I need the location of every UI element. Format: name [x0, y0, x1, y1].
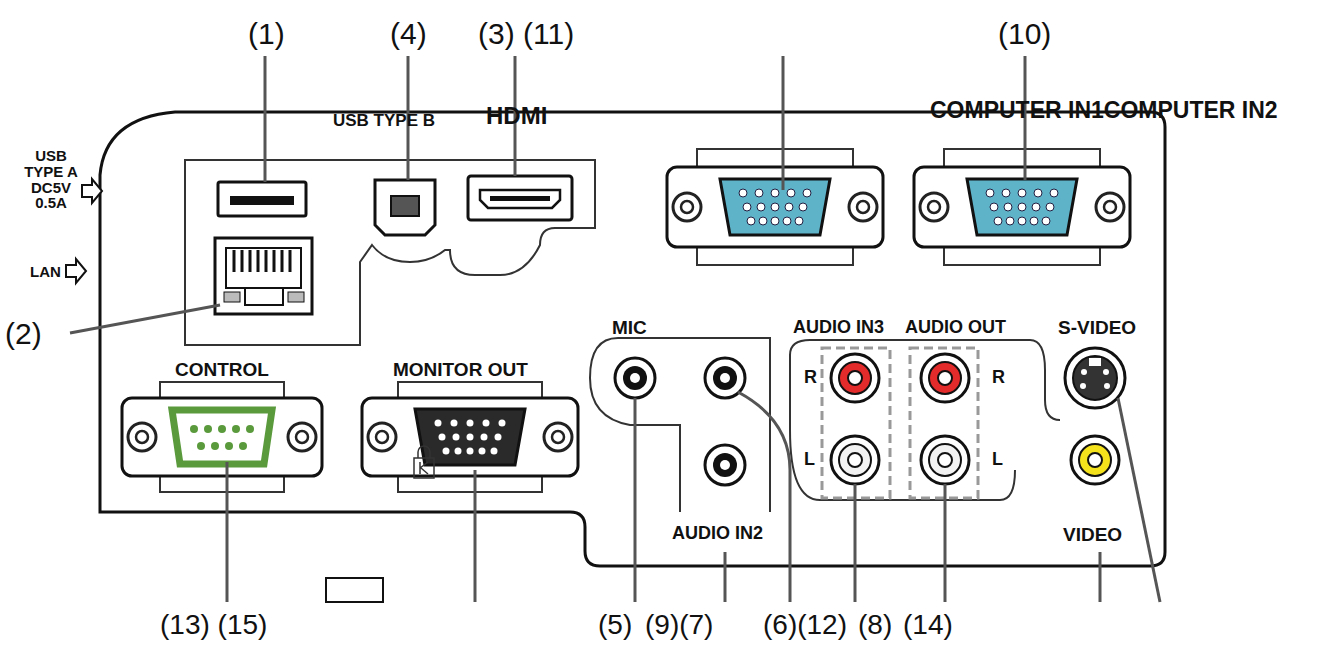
callout-number: (1): [248, 18, 285, 50]
channel-label: L: [804, 450, 815, 469]
vga-port: [914, 149, 1130, 265]
callout-number: (8): [858, 610, 892, 639]
lan-port: [215, 238, 312, 314]
callout-number: (3) (11): [478, 18, 574, 50]
channel-label: R: [992, 368, 1005, 387]
rca-jack: [831, 354, 969, 484]
monitor-out-port: [362, 382, 578, 492]
control-port: [122, 382, 322, 492]
port-label: AUDIO IN2: [672, 524, 763, 543]
leader-line: [70, 56, 1160, 602]
lock-icon: [414, 446, 434, 478]
port-label: USB TYPE A DC5V 0.5A: [20, 148, 82, 211]
port-label: S-VIDEO: [1058, 318, 1136, 338]
callout-number: (5): [598, 610, 632, 639]
port-label: USB TYPE B: [333, 112, 435, 130]
usb-b-port: [375, 180, 435, 235]
port-label: AUDIO IN3: [793, 318, 884, 337]
callout-number: (13) (15): [160, 610, 267, 639]
usb-a-port: [218, 182, 306, 216]
slot: [326, 578, 383, 602]
callout-number: (4): [390, 18, 427, 50]
hdmi-port: [468, 176, 572, 220]
port-label: VIDEO: [1063, 525, 1122, 545]
jack-group: [590, 338, 770, 512]
port-label: HDMI: [486, 103, 547, 128]
s-video-jack: [1065, 348, 1125, 408]
callout-number: (14): [903, 610, 953, 639]
dashed-group: [910, 348, 978, 498]
channel-label: L: [992, 450, 1003, 469]
port-label: MONITOR OUT: [393, 360, 528, 380]
port-label: AUDIO OUT: [905, 318, 1006, 337]
rca-group: [790, 340, 1060, 500]
port-label: LAN: [30, 264, 61, 280]
vga-port: [667, 149, 883, 265]
panel-outline: [100, 112, 1165, 566]
port-label: COMPUTER IN1COMPUTER IN2: [930, 98, 1278, 122]
callout-number: (6)(12): [763, 610, 847, 639]
channel-label: R: [804, 368, 817, 387]
arrow-icon: [66, 259, 86, 283]
port-group: [185, 160, 595, 345]
callout-number: (10): [998, 18, 1051, 50]
port-label: MIC: [612, 318, 647, 338]
video-jack: [1071, 436, 1119, 484]
port-label: CONTROL: [175, 360, 269, 380]
callout-number: (2): [5, 318, 42, 350]
dashed-group: [822, 348, 890, 498]
callout-number: (9)(7): [645, 610, 713, 639]
arrow-icon: [82, 179, 102, 203]
